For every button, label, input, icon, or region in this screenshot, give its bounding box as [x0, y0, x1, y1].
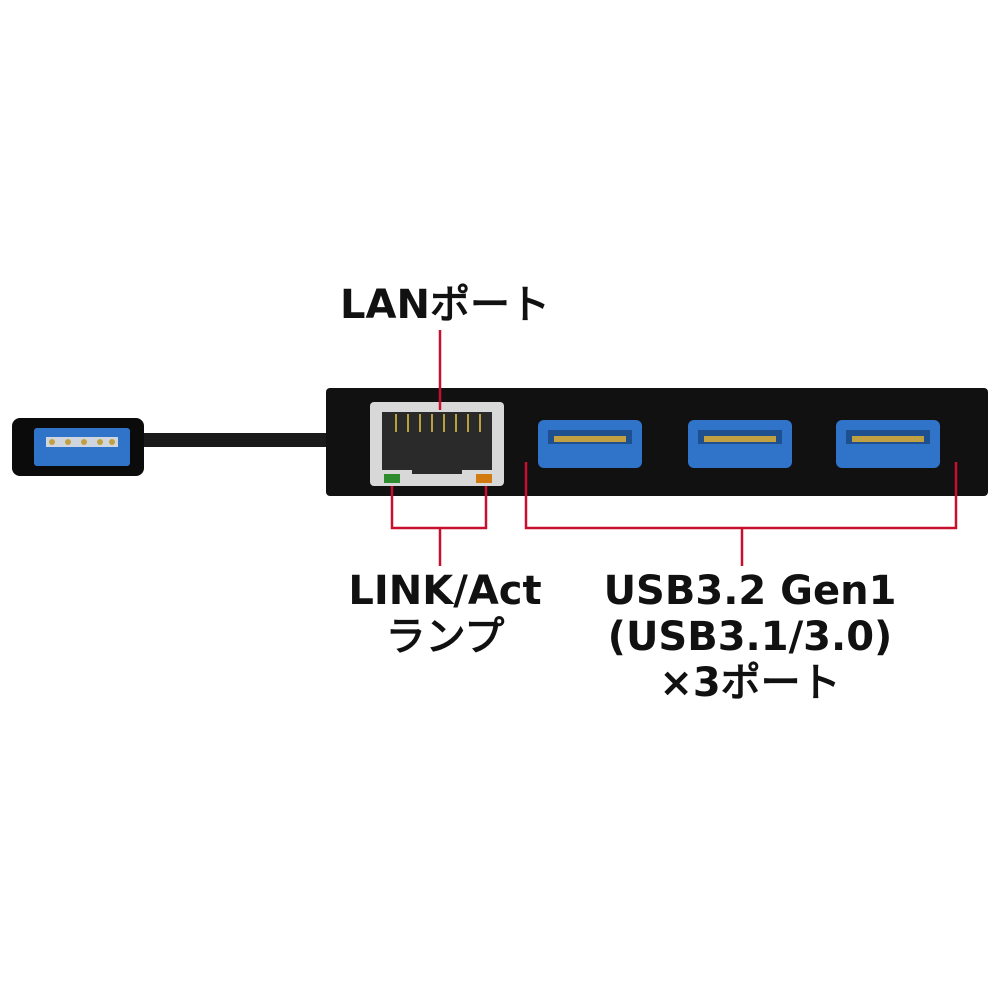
- lan-port: [370, 402, 504, 486]
- usb-line2: (USB3.1/3.0): [607, 614, 893, 660]
- lan-port-label: LANポート: [330, 282, 560, 328]
- link-act-label: LINK/Act ランプ: [330, 568, 560, 660]
- link-act-line1: LINK/Act: [348, 568, 542, 614]
- usb-line1: USB3.2 Gen1: [603, 568, 897, 614]
- usb-ports-label: USB3.2 Gen1 (USB3.1/3.0) ×3ポート: [590, 568, 910, 706]
- usb-port-1: [538, 420, 642, 468]
- usb-callout-line: [524, 462, 958, 566]
- link-act-callout-line: [390, 486, 488, 566]
- usb-line3: ×3ポート: [659, 660, 841, 706]
- usb-port-2: [688, 420, 792, 468]
- link-act-line2: ランプ: [385, 614, 505, 660]
- act-led-orange: [476, 474, 492, 483]
- usb-port-3: [836, 420, 940, 468]
- usb-a-plug: [12, 418, 144, 476]
- lan-port-text: LANポート: [340, 282, 550, 328]
- link-led-green: [384, 474, 400, 483]
